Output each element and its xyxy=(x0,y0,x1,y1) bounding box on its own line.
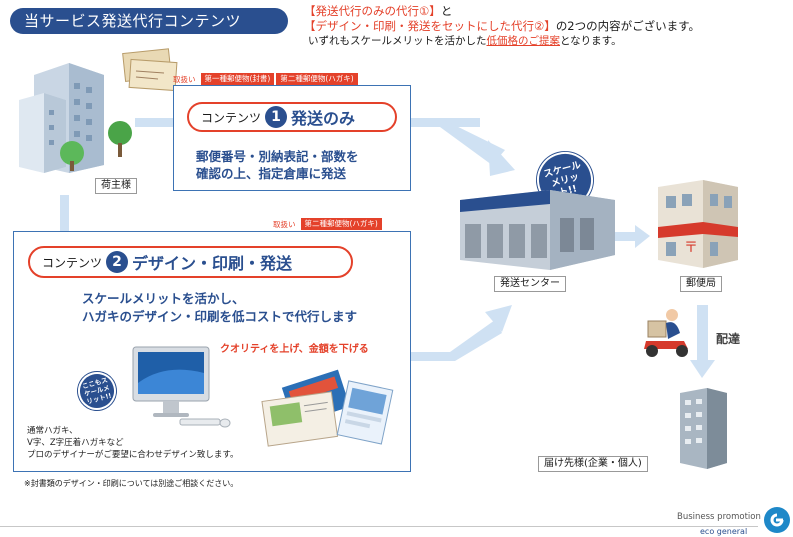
destination-label: 届け先様(企業・個人) xyxy=(538,456,648,472)
content1-tag-postcard: 第二種郵便物(ハガキ) xyxy=(276,73,358,85)
post-office-label: 郵便局 xyxy=(680,276,722,292)
intro-line1-tail: と xyxy=(440,4,453,18)
destination-building-icon xyxy=(680,388,727,469)
content2-note-line1: 通常ハガキ、 xyxy=(27,426,78,436)
svg-text:〒: 〒 xyxy=(684,240,698,256)
footer-divider xyxy=(0,526,758,527)
content1-desc-line1: 郵便番号・別納表記・部数を xyxy=(196,149,359,164)
content1-pill[interactable]: コンテンツ 1 発送のみ xyxy=(187,102,397,132)
delivery-scooter-icon xyxy=(644,309,688,357)
printed-postcards-icon xyxy=(261,368,394,447)
content2-label: コンテンツ xyxy=(42,255,103,270)
content1-box: 郵便番号・別納表記・部数を 確認の上、指定倉庫に発送 xyxy=(173,85,411,191)
content2-desc-line2: ハガキのデザイン・印刷を低コストで代行します xyxy=(82,309,358,324)
page-title: 当サービス発送代行コンテンツ xyxy=(10,8,288,34)
content2-tags: 取扱い 第二種郵便物(ハガキ) xyxy=(273,218,382,230)
content2-note-line2: V字、Z字圧着ハガキなど xyxy=(27,438,124,448)
envelope-postcard-icon xyxy=(122,48,178,92)
content1-label: コンテンツ xyxy=(201,110,262,125)
content1-tag-sealed: 第一種郵便物(封書) xyxy=(200,73,275,85)
intro-content2: 【デザイン・印刷・発送をセットにした代行②】 xyxy=(304,19,556,33)
footer-business: Business promotion xyxy=(677,512,761,522)
content1-tags: 取扱い 第一種郵便物(封書) 第二種郵便物(ハガキ) xyxy=(173,73,358,85)
content1-number: 1 xyxy=(265,106,288,128)
shipping-center-icon xyxy=(460,190,615,270)
shipper-label: 荷主様 xyxy=(95,178,137,194)
intro-low-price-link[interactable]: 低価格のご提案 xyxy=(486,35,561,47)
footer-note: ※封書類のデザイン・印刷については別途ご相談ください。 xyxy=(24,479,239,488)
footer-brand: eco general xyxy=(700,527,748,536)
content1-tag-lead: 取扱い xyxy=(173,74,196,84)
eco-logo-icon xyxy=(764,507,790,533)
content2-number: 2 xyxy=(106,251,129,273)
content2-note-line3: プロのデザイナーがご要望に合わせデザイン致します。 xyxy=(27,450,239,460)
content1-name: 発送のみ xyxy=(291,109,356,128)
shipper-building-icon xyxy=(19,63,132,173)
content2-pill[interactable]: コンテンツ 2 デザイン・印刷・発送 xyxy=(28,246,353,278)
content2-tag-lead: 取扱い xyxy=(273,219,296,229)
content2-name: デザイン・印刷・発送 xyxy=(132,254,293,273)
post-office-icon: 〒 xyxy=(658,180,738,268)
content2-tag-postcard: 第二種郵便物(ハガキ) xyxy=(300,218,382,230)
intro-line2-tail: の2つの内容がございます。 xyxy=(555,19,700,33)
computer-icon xyxy=(132,346,231,428)
delivery-label: 配達 xyxy=(716,332,741,346)
center-label: 発送センター xyxy=(494,276,566,292)
content2-desc-line1: スケールメリットを活かし、 xyxy=(82,291,245,306)
content2-quality: クオリティを上げ、金額を下げる xyxy=(220,344,369,355)
intro-text: 【発送代行のみの代行①】と 【デザイン・印刷・発送をセットにした代行②】の2つの… xyxy=(304,4,784,49)
intro-content1: 【発送代行のみの代行①】 xyxy=(304,4,441,18)
intro-line3-post: となります。 xyxy=(560,35,622,47)
intro-line3-pre: いずれもスケールメリットを活かした xyxy=(308,35,487,47)
content1-desc-line2: 確認の上、指定倉庫に発送 xyxy=(196,166,347,181)
